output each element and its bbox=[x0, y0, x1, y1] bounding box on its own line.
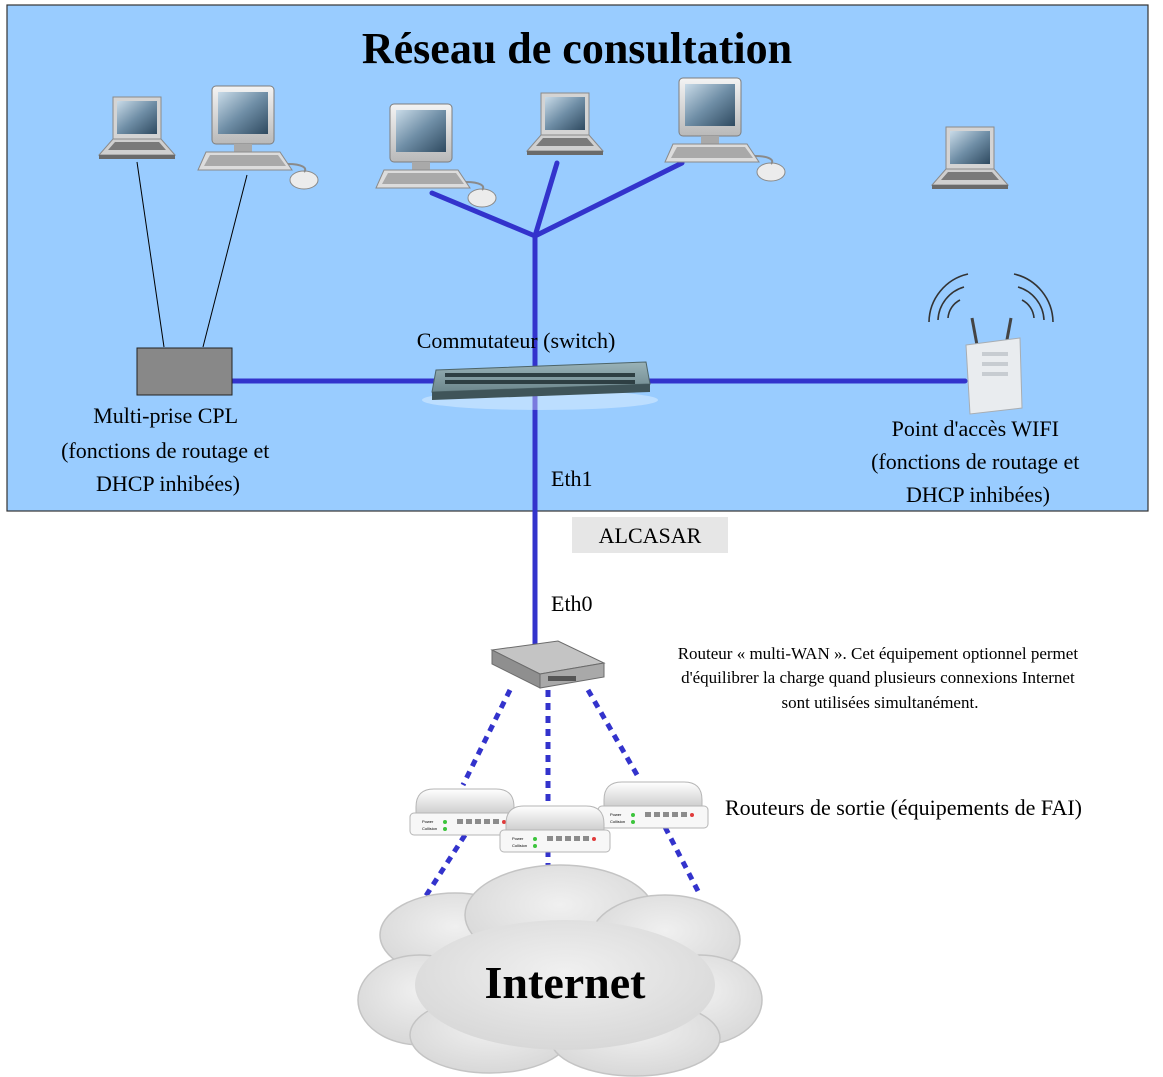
lan-links bbox=[229, 160, 968, 648]
router-collision-label: Collision bbox=[512, 843, 527, 848]
multiwan-label-line: d'équilibrer la charge quand plusieurs c… bbox=[681, 668, 1075, 687]
wifi-label-line: DHCP inhibées) bbox=[906, 482, 1050, 507]
diagram-title: Réseau de consultation bbox=[362, 24, 792, 73]
wifi-label-line: Point d'accès WIFI bbox=[892, 416, 1059, 441]
alcasar-box bbox=[572, 517, 728, 553]
lan-area bbox=[6, 4, 1149, 512]
cpl-label-line: Multi-prise CPL bbox=[93, 403, 237, 428]
cpl-powerline-icon bbox=[136, 347, 233, 396]
cpl-label-line: DHCP inhibées) bbox=[96, 471, 240, 496]
multiwan-label-line: sont utilisées simultanément. bbox=[782, 693, 979, 712]
isp-router-icon: Power Collision bbox=[499, 805, 611, 853]
router-collision-label: Collision bbox=[610, 819, 625, 824]
multiwan-label-line: Routeur « multi-WAN ». Cet équipement op… bbox=[678, 644, 1079, 663]
internet-label: Internet bbox=[485, 957, 647, 1008]
isp-router-icon: Power Collision bbox=[597, 781, 709, 829]
switch-icon bbox=[422, 361, 658, 410]
cpl-label: Multi-prise CPL (fonctions de routage et… bbox=[61, 403, 275, 496]
wifi-label-line: (fonctions de routage et bbox=[871, 449, 1079, 474]
eth1-label: Eth1 bbox=[551, 466, 593, 491]
internet-cloud-icon bbox=[357, 864, 763, 1077]
router-power-label: Power bbox=[610, 812, 622, 817]
cpl-label-line: (fonctions de routage et bbox=[61, 438, 269, 463]
isp-routers-label: Routeurs de sortie (équipements de FAI) bbox=[725, 795, 1082, 820]
isp-router-icon: Power Collision bbox=[409, 788, 521, 836]
router-collision-label: Collision bbox=[422, 826, 437, 831]
wifi-label: Point d'accès WIFI (fonctions de routage… bbox=[871, 416, 1085, 507]
router-power-label: Power bbox=[422, 819, 434, 824]
eth0-label: Eth0 bbox=[551, 591, 593, 616]
cpl-links bbox=[136, 161, 248, 348]
multiwan-label: Routeur « multi-WAN ». Cet équipement op… bbox=[678, 644, 1083, 712]
switch-label: Commutateur (switch) bbox=[417, 328, 616, 353]
alcasar-label: ALCASAR bbox=[599, 523, 702, 548]
router-power-label: Power bbox=[512, 836, 524, 841]
wifi-access-point-icon bbox=[928, 273, 1054, 415]
multiwan-router-icon bbox=[490, 640, 606, 689]
